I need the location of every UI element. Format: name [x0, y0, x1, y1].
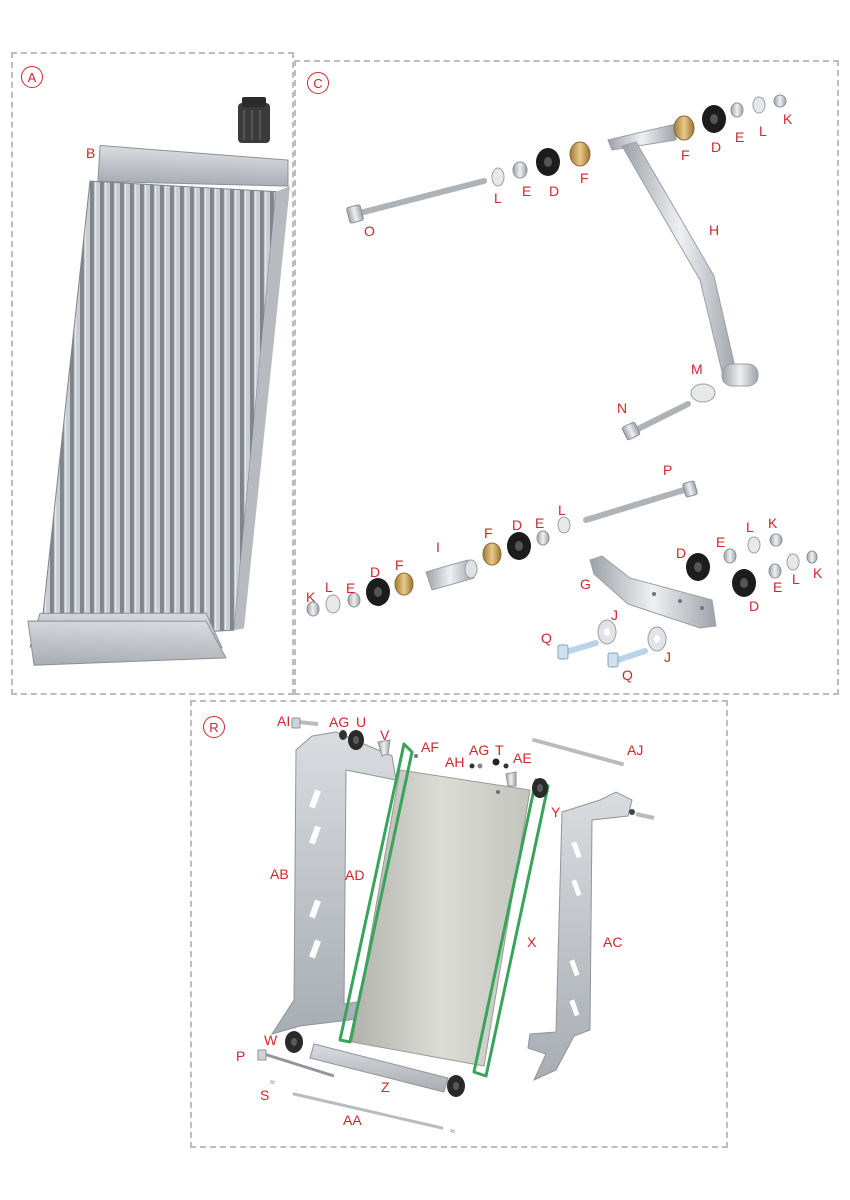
label-l5: L — [746, 519, 754, 535]
label-k4: K — [813, 565, 823, 581]
label-e6: E — [773, 579, 783, 595]
screw-ai — [291, 717, 319, 729]
grommet-u — [348, 730, 364, 750]
label-f4: F — [484, 525, 493, 541]
label-n: N — [617, 400, 628, 416]
spacer-tube-z — [309, 1043, 449, 1093]
bracket-g — [589, 555, 717, 629]
label-d3: D — [370, 564, 381, 580]
label-v: V — [380, 727, 390, 743]
label-af: AF — [421, 739, 439, 755]
label-d2: D — [711, 139, 722, 155]
grommet-lower — [447, 1075, 465, 1097]
bolt-p-lower — [257, 1049, 335, 1078]
label-l3: L — [325, 579, 333, 595]
label-g: G — [580, 576, 591, 592]
side-bracket-ac — [527, 791, 633, 1082]
radiator-cap — [238, 97, 270, 143]
label-e4: E — [535, 515, 545, 531]
screw-right — [629, 809, 655, 820]
cover-plate-x — [351, 769, 531, 1067]
label-p-r: P — [236, 1048, 246, 1064]
label-d5: D — [676, 545, 687, 561]
label-l2: L — [759, 123, 767, 139]
label-ab: AB — [270, 866, 289, 882]
label-j2: J — [664, 649, 671, 665]
rod-aj — [532, 738, 624, 766]
label-y: Y — [551, 804, 561, 820]
label-ah: AH — [445, 754, 465, 770]
panel-a — [11, 52, 294, 695]
section-marker-c: C — [307, 72, 329, 94]
label-e2: E — [735, 129, 745, 145]
label-f2: F — [681, 147, 690, 163]
label-l1: L — [494, 190, 502, 206]
label-e5: E — [716, 534, 726, 550]
label-ai: AI — [277, 713, 291, 729]
label-b: B — [86, 145, 96, 161]
label-q2: Q — [622, 667, 633, 683]
label-ag2: AG — [469, 742, 490, 758]
label-w: W — [264, 1032, 278, 1048]
label-f1: F — [580, 170, 589, 186]
panel-c — [294, 60, 839, 695]
label-u: U — [356, 714, 367, 730]
label-x: X — [527, 934, 537, 950]
label-l6: L — [792, 571, 800, 587]
thread-mark-aa: ≈ — [450, 1126, 455, 1136]
bracket-h — [607, 123, 759, 387]
label-ad: AD — [345, 867, 365, 883]
label-j1: J — [611, 607, 618, 623]
rod-aa — [292, 1092, 444, 1130]
label-e3: E — [346, 580, 356, 596]
label-t: T — [495, 742, 504, 758]
grommet-w — [285, 1031, 303, 1053]
label-s: S — [260, 1087, 270, 1103]
grommet-t — [532, 778, 548, 798]
bolt-p — [583, 480, 698, 523]
label-m: M — [691, 361, 703, 377]
label-aa: AA — [343, 1112, 362, 1128]
label-k3: K — [768, 515, 778, 531]
section-marker-a: A — [21, 66, 43, 88]
label-k2: K — [306, 589, 316, 605]
label-k1: K — [783, 111, 793, 127]
label-d4: D — [512, 517, 523, 533]
bolt-q2 — [607, 648, 648, 668]
label-q1: Q — [541, 630, 552, 646]
label-ae: AE — [513, 750, 532, 766]
radiator — [27, 144, 290, 666]
gasket-ad — [338, 742, 414, 1044]
label-z: Z — [381, 1079, 390, 1095]
bolt-n — [621, 401, 691, 441]
label-ac: AC — [603, 934, 623, 950]
label-p: P — [663, 462, 673, 478]
label-l4: L — [558, 502, 566, 518]
bolt-o — [346, 178, 487, 224]
label-h: H — [709, 222, 720, 238]
label-d1: D — [549, 183, 560, 199]
spacer-tube-i — [425, 559, 478, 591]
label-ag1: AG — [329, 714, 350, 730]
panel-r — [190, 700, 728, 1148]
label-i: I — [436, 539, 440, 555]
section-marker-r: R — [203, 716, 225, 738]
thread-mark-s: ≈ — [270, 1077, 275, 1087]
label-d6: D — [749, 598, 760, 614]
label-o: O — [364, 223, 375, 239]
label-f3: F — [395, 557, 404, 573]
label-e1: E — [522, 183, 532, 199]
bolt-q1 — [557, 640, 599, 660]
label-aj: AJ — [627, 742, 644, 758]
